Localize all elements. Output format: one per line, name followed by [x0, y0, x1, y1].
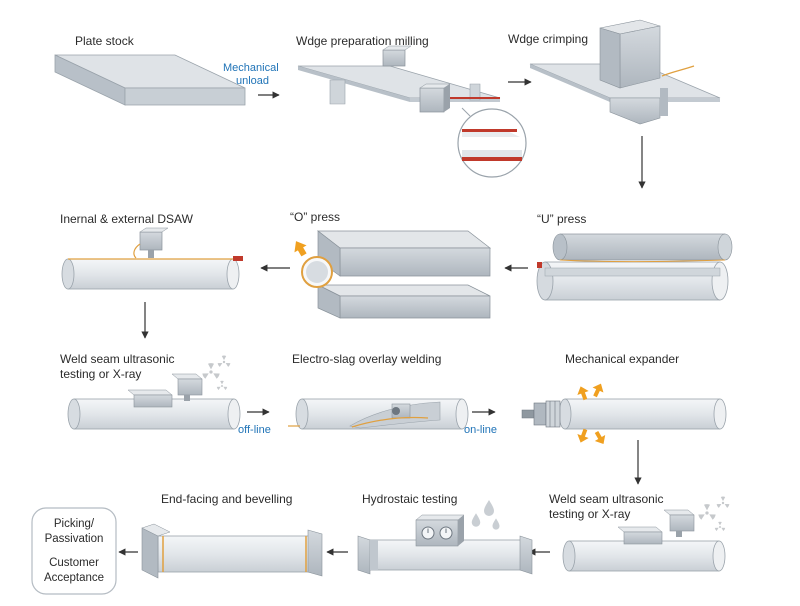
hydro-illustration: [357, 514, 533, 575]
label-offline: off-line: [238, 424, 271, 436]
force-arrow-icon: [294, 241, 307, 257]
label-ut1-line2: testing or X-ray: [60, 367, 141, 381]
o-press-illustration: [301, 230, 492, 319]
force-arrow-icon: [577, 383, 606, 445]
label-ut2-line2: testing or X-ray: [549, 507, 630, 521]
label-end-facing: End-facing and bevelling: [161, 492, 292, 506]
label-electro-slag: Electro-slag overlay welding: [292, 352, 441, 366]
label-dsaw: Inernal & external DSAW: [60, 212, 194, 226]
plate-stock-illustration: [54, 54, 246, 106]
edge-milling-illustration: [297, 45, 527, 178]
end-facing-illustration: [141, 523, 323, 579]
edge-crimping-illustration: [529, 19, 721, 125]
radiation-icon: [697, 496, 730, 532]
ut2-illustration: [562, 509, 726, 572]
final-step-box: Picking/ Passivation Customer Acceptance: [31, 507, 117, 595]
label-u-press: “U” press: [537, 212, 586, 226]
label-edge-crimping: Wdge crimping: [508, 32, 588, 46]
label-hydro: Hydrostaic testing: [362, 492, 457, 506]
final-line-acceptance: Acceptance: [44, 572, 104, 584]
label-expander: Mechanical expander: [565, 352, 679, 366]
electroslag-illustration: [288, 398, 469, 430]
label-ut2-line1: Weld seam ultrasonic: [549, 492, 664, 506]
label-unload: unload: [236, 75, 269, 87]
final-line-passivation: Passivation: [45, 533, 104, 545]
label-mechanical: Mechanical: [223, 62, 279, 74]
label-ut1-line1: Weld seam ultrasonic: [60, 352, 175, 366]
final-line-picking: Picking/: [54, 518, 95, 530]
label-o-press: “O” press: [290, 210, 340, 224]
expander-illustration: [521, 398, 727, 430]
radiation-icon: [201, 355, 231, 391]
ut1-illustration: [67, 373, 241, 430]
u-press-illustration: [536, 233, 733, 301]
final-line-customer: Customer: [49, 557, 99, 569]
label-plate-stock: Plate stock: [75, 34, 135, 48]
water-drops-icon: [471, 500, 500, 530]
label-edge-milling: Wdge preparation milling: [296, 34, 429, 48]
label-online: on-line: [464, 424, 497, 436]
gauge-icon: [421, 526, 453, 540]
dsaw-illustration: [61, 227, 243, 290]
